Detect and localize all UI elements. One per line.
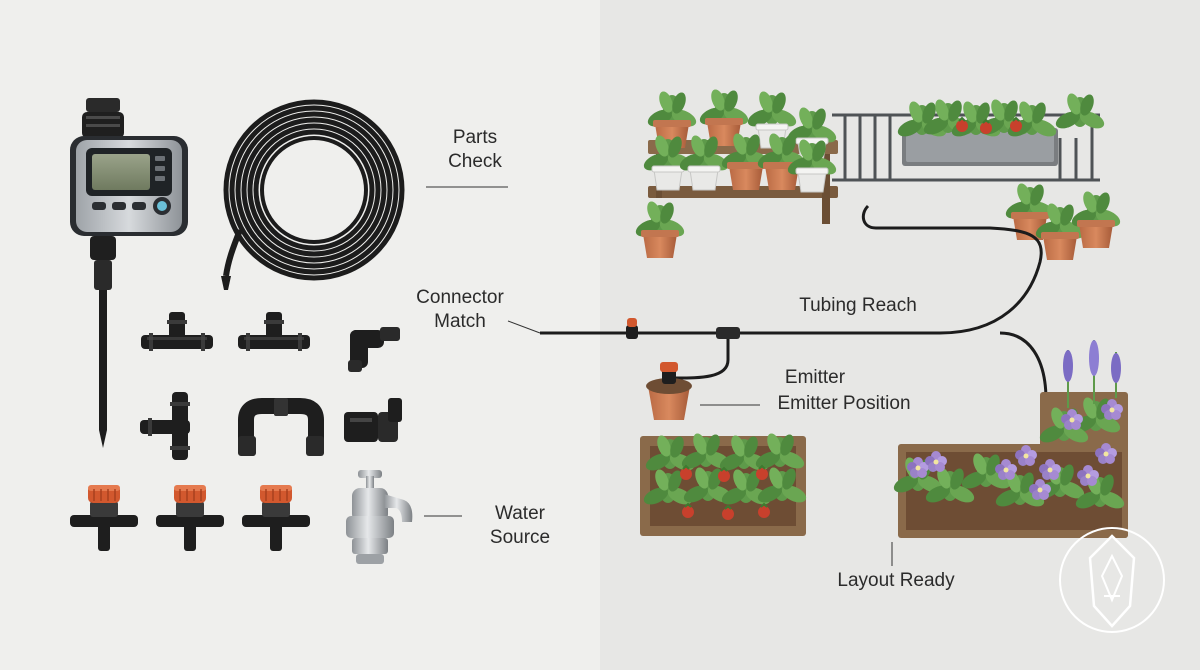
drip-emitter-icon [69,484,139,552]
label-emitter: Emitter [784,367,846,388]
flower-bed [891,340,1128,538]
tubing-branch-bed [999,331,1048,420]
planter-plants [895,97,1059,140]
faucet-icon [346,470,413,564]
elbow-connector-icon [348,327,400,372]
timer-icon [70,98,188,448]
tee-connector-icon [141,312,213,351]
tee-connector-icon [140,392,190,460]
drip-emitter-icon [155,484,225,552]
raised-bed-icon [640,431,809,536]
label-tubing-reach: Tubing Reach [799,295,917,316]
tubing-coil-icon [223,99,405,281]
label-emitter-position: Emitter Position [777,393,911,414]
emitter-pot [646,362,692,420]
inline-emitter [626,318,638,339]
label-parts-check: Parts Check [448,127,502,172]
tubing-tee [716,327,740,339]
tubing-branch-pot [675,333,730,380]
label-water-source: Water Source [489,503,551,548]
drip-emitter-icon [241,484,311,552]
leader-line [507,320,541,334]
tubing-main-line [540,204,1043,335]
layout-panel-background [600,0,1200,670]
elbow-connector-icon [344,398,402,442]
railing-plants [1003,91,1123,260]
tee-connector-icon [238,312,310,351]
label-connector-match: Connector Match [416,287,504,332]
label-layout-ready: Layout Ready [837,570,955,591]
shelf-plants [633,87,839,258]
logo-icon [1059,527,1165,633]
coupler-icon [238,398,324,456]
